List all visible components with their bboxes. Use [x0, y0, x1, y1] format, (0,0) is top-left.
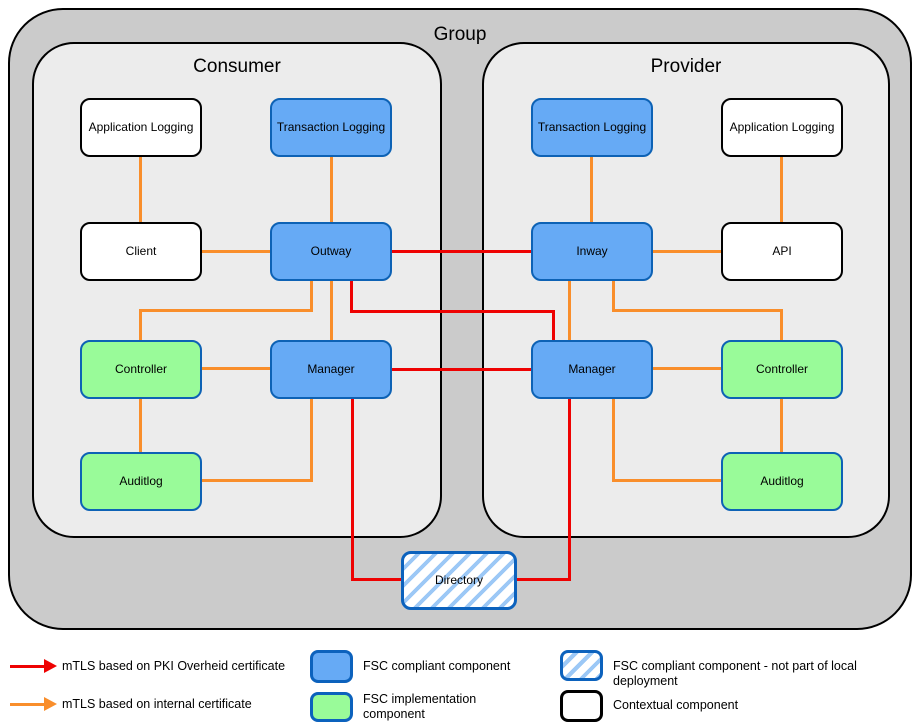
node-label: Transaction Logging — [537, 119, 647, 134]
node-label: Client — [125, 243, 157, 258]
node-label: Manager — [568, 361, 616, 376]
conn-applogging-api-segment — [780, 156, 783, 223]
legend-swatch-fsc-compliant — [310, 650, 353, 683]
legend-label-contextual: Contextual component — [613, 698, 739, 712]
node-label: Directory — [434, 572, 483, 587]
conn-inway-controller-segment — [612, 309, 783, 312]
conn-translogging-inway-segment — [590, 156, 593, 223]
node-consumer-auditlog: Auditlog — [80, 452, 202, 511]
node-provider-inway: Inway — [531, 222, 653, 281]
conn-applogging-client-segment — [139, 156, 142, 223]
conn-outway-controller-segment — [139, 309, 142, 342]
conn-outway-providermanager-segment — [350, 279, 353, 313]
node-consumer-controller: Controller — [80, 340, 202, 399]
node-label: Auditlog — [119, 473, 163, 488]
node-directory: Directory — [401, 551, 517, 610]
conn-translogging-outway-segment — [330, 156, 333, 223]
node-label: Inway — [576, 243, 608, 258]
group-title: Group — [433, 24, 487, 45]
node-consumer-manager: Manager — [270, 340, 392, 399]
legend-red-arrow-icon — [10, 659, 58, 673]
node-provider-manager: Manager — [531, 340, 653, 399]
arrow-head — [44, 697, 57, 711]
node-label: Controller — [114, 361, 168, 376]
legend-orange-arrow-icon — [10, 697, 58, 711]
arrow-shaft — [10, 702, 44, 706]
node-label: Outway — [310, 243, 352, 258]
node-label: Manager — [307, 361, 355, 376]
conn-outway-inway-segment — [390, 250, 533, 253]
legend-label-fsc-implementation: FSC implementation component — [363, 692, 477, 721]
conn-manager-auditlog-segment — [200, 479, 313, 482]
node-label: Application Logging — [88, 119, 194, 134]
legend-label-fsc-compliant: FSC compliant component — [363, 659, 511, 673]
node-consumer-client: Client — [80, 222, 202, 281]
conn-inway-manager-segment — [568, 279, 571, 342]
conn-controller-manager-segment — [200, 367, 272, 370]
node-provider-api: API — [721, 222, 843, 281]
conn-consumermanager-directory-segment — [351, 397, 354, 581]
conn-outway-controller-segment — [139, 309, 313, 312]
provider-title: Provider — [650, 56, 722, 77]
conn-client-outway-segment — [200, 250, 272, 253]
node-provider-auditlog: Auditlog — [721, 452, 843, 511]
legend-label-fsc-compliant-not-local: FSC compliant component - not part of lo… — [613, 659, 857, 688]
node-provider-transaction-logging: Transaction Logging — [531, 98, 653, 157]
conn-inway-api-segment — [651, 250, 723, 253]
conn-manager-manager-segment — [390, 368, 533, 371]
conn-providermanager-directory-segment — [516, 578, 571, 581]
legend-label-internal-cert: mTLS based on internal certificate — [62, 697, 252, 711]
conn-manager-auditlog-provider-segment — [612, 479, 723, 482]
conn-outway-providermanager-segment — [350, 310, 555, 313]
node-provider-controller: Controller — [721, 340, 843, 399]
legend-label-pki-overheid: mTLS based on PKI Overheid certificate — [62, 659, 286, 673]
node-label: API — [772, 243, 792, 258]
node-label: Application Logging — [729, 119, 835, 134]
conn-outway-providermanager-segment — [552, 310, 555, 342]
arrow-head — [44, 659, 57, 673]
conn-controller-auditlog-segment — [139, 397, 142, 454]
node-label: Transaction Logging — [276, 119, 386, 134]
node-label: Controller — [755, 361, 809, 376]
conn-manager-auditlog-segment — [310, 397, 313, 482]
node-label: Auditlog — [760, 473, 804, 488]
node-provider-application-logging: Application Logging — [721, 98, 843, 157]
legend-swatch-contextual — [560, 690, 603, 722]
legend-swatch-fsc-implementation — [310, 692, 353, 722]
node-consumer-application-logging: Application Logging — [80, 98, 202, 157]
conn-manager-auditlog-provider-segment — [612, 397, 615, 482]
conn-controller-auditlog-provider-segment — [780, 397, 783, 454]
node-consumer-outway: Outway — [270, 222, 392, 281]
arrow-shaft — [10, 664, 44, 668]
conn-inway-controller-segment — [612, 279, 615, 312]
conn-outway-controller-segment — [310, 279, 313, 312]
conn-manager-controller-segment — [651, 367, 723, 370]
conn-inway-controller-segment — [780, 309, 783, 342]
legend-swatch-fsc-compliant-not-local — [560, 650, 603, 681]
conn-outway-manager-segment — [330, 279, 333, 342]
conn-consumermanager-directory-segment — [351, 578, 404, 581]
node-consumer-transaction-logging: Transaction Logging — [270, 98, 392, 157]
conn-providermanager-directory-segment — [568, 397, 571, 581]
consumer-title: Consumer — [193, 56, 281, 77]
